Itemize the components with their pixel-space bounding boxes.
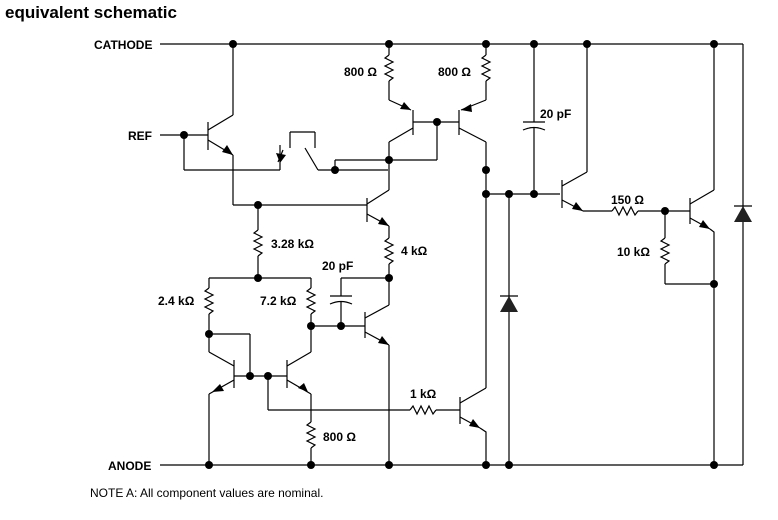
resistor-800-right — [480, 44, 492, 100]
r-150-label: 150 Ω — [611, 193, 644, 207]
capacitor-20pf-top — [522, 44, 546, 194]
diagram-title: equivalent schematic — [5, 3, 177, 22]
ref-label: REF — [128, 129, 152, 143]
resistor-3-28k — [252, 205, 264, 278]
r-10k-label: 10 kΩ — [617, 245, 650, 259]
c-20pf-top-label: 20 pF — [540, 107, 571, 121]
capacitor-20pf-mid — [329, 278, 353, 326]
r-1k-label: 1 kΩ — [410, 387, 437, 401]
resistor-4k — [383, 226, 395, 278]
transistor-q8 — [286, 326, 312, 395]
r-3-28k-label: 3.28 kΩ — [271, 237, 314, 251]
diode-protection — [734, 205, 752, 222]
resistor-7-2k — [305, 278, 317, 326]
transistor-q11 — [689, 44, 715, 465]
resistor-800-left — [383, 44, 395, 100]
c-20pf-mid-label: 20 pF — [322, 259, 353, 273]
transistor-q2 — [276, 131, 388, 171]
transistor-q10 — [561, 44, 588, 212]
r-800-bottom-label: 800 Ω — [323, 430, 356, 444]
resistor-800-bottom — [305, 394, 317, 465]
resistor-150 — [583, 205, 690, 217]
transistor-q4 — [458, 99, 487, 170]
resistor-1k — [409, 404, 460, 416]
transistor-q1 — [207, 44, 234, 205]
transistor-q9 — [459, 194, 487, 465]
resistor-10k — [659, 211, 714, 285]
r-800-left-label: 800 Ω — [344, 65, 377, 79]
r-4k-label: 4 kΩ — [401, 244, 428, 258]
r-800-right-label: 800 Ω — [438, 65, 471, 79]
footnote: NOTE A: All component values are nominal… — [90, 486, 324, 500]
junction-dots — [180, 40, 718, 469]
r-7-2k-label: 7.2 kΩ — [260, 294, 297, 308]
cathode-rail — [160, 43, 744, 465]
cathode-label: CATHODE — [94, 38, 152, 52]
transistor-q6 — [364, 278, 390, 465]
r-2-4k-label: 2.4 kΩ — [158, 294, 195, 308]
anode-label: ANODE — [108, 459, 151, 473]
diode-mid — [500, 295, 518, 312]
resistor-2-4k — [203, 278, 215, 334]
transistor-q5 — [366, 170, 390, 227]
transistor-q7 — [208, 334, 235, 465]
